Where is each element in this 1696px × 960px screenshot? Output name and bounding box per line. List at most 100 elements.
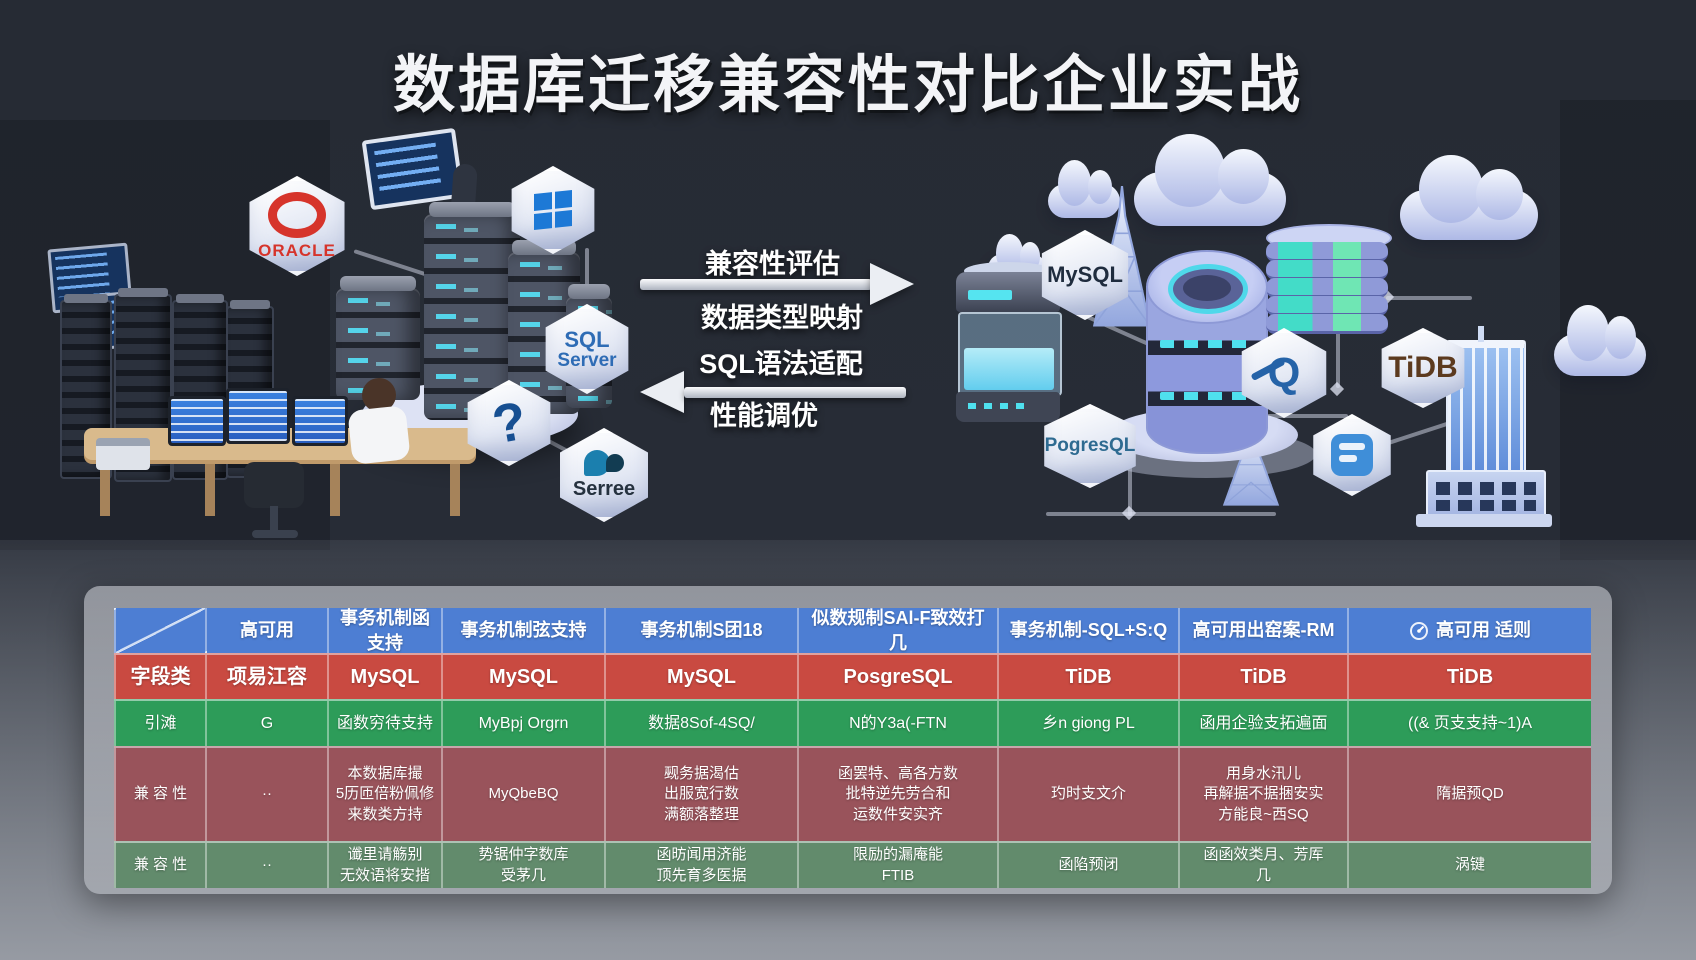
arrow-left-shaft xyxy=(684,387,906,398)
table-cell: 函数穷待支持 xyxy=(329,701,443,746)
table-cell: 函用企验支拓遍面 xyxy=(1180,701,1349,746)
header-cell: 事务机制函支持 xyxy=(329,608,443,653)
table-cell: PosgreSQL xyxy=(799,655,999,699)
office-chair xyxy=(244,462,304,508)
laptop-icon xyxy=(96,438,150,470)
circuit-line xyxy=(1128,452,1132,516)
table-cell: 函陷预闭 xyxy=(999,843,1180,888)
disk-stack-layer xyxy=(1266,278,1388,298)
connector-line xyxy=(585,248,589,300)
table-cell: ·· xyxy=(207,748,329,841)
comparison-table-panel: 高可用 事务机制函支持 事务机制弦支持 事务机制S团18 似数规制SAl-F致效… xyxy=(84,586,1612,894)
desk-leg xyxy=(330,462,340,516)
table-cell: 函罢特、高各方数 批特逆先劳合和 运数件安实齐 xyxy=(799,748,999,841)
oracle-label: ORACLE xyxy=(258,240,336,260)
table-cell: MySQL xyxy=(329,655,443,699)
table-cell: 玓时支文介 xyxy=(999,748,1180,841)
circuit-node xyxy=(1121,505,1137,521)
table-cell: TiDB xyxy=(1180,655,1349,699)
header-cell: 似数规制SAl-F致效打几 xyxy=(799,608,999,653)
table-cell: 限励的漏庵能 FTIB xyxy=(799,843,999,888)
database-lights xyxy=(1160,392,1252,400)
table-cell: 数据8Sof-4SQ/ xyxy=(606,701,799,746)
serree-label: Serree xyxy=(572,477,636,500)
desk-leg xyxy=(205,462,215,516)
building-antenna xyxy=(1478,326,1484,342)
table-cell: ((& 页支支持~1)A xyxy=(1407,714,1533,732)
header-cell: 事务机制-SQL+S:Q xyxy=(999,608,1180,653)
circuit-line xyxy=(1336,330,1340,388)
table-cell: ·· xyxy=(207,843,329,888)
header-corner-cell xyxy=(114,608,207,653)
question-mark-icon: ? xyxy=(487,390,531,456)
oracle-logo-icon xyxy=(268,191,326,238)
sqlserver-label-line2: Server xyxy=(557,349,617,371)
arrow-left-icon xyxy=(640,371,684,413)
emblem-badge xyxy=(1313,414,1391,496)
arrow-right-shaft xyxy=(640,279,872,290)
table-header-row: 高可用 事务机制函支持 事务机制弦支持 事务机制S团18 似数规制SAl-F致效… xyxy=(114,608,1591,653)
header-cell: 高可用 适则 xyxy=(1349,608,1591,653)
cloud-icon xyxy=(1134,134,1286,226)
database-lights xyxy=(1160,340,1252,348)
connector-line xyxy=(353,249,435,279)
table-cell: 函函效类月、芳厍 几 xyxy=(1180,843,1349,888)
circuit-line xyxy=(1386,296,1472,300)
table-cell: N的Y3a(-FTN xyxy=(799,701,999,746)
mysql-label: MySQL xyxy=(1047,262,1123,287)
table-cell: TiDB xyxy=(999,655,1180,699)
arrow-right-icon xyxy=(870,263,914,305)
disk-stack-layer xyxy=(1266,242,1388,262)
table-cell: 用身水汛儿 再解据不据捆安实 方能良~西SQ xyxy=(1180,748,1349,841)
comparison-table: 高可用 事务机制函支持 事务机制弦支持 事务机制S团18 似数规制SAl-F致效… xyxy=(114,608,1591,888)
table-row: 字段类 项易江容 MySQL MySQL MySQL PosgreSQL TiD… xyxy=(114,653,1591,699)
desk-leg xyxy=(100,460,110,516)
sqlserver-label-line1: SQL xyxy=(564,326,610,352)
flow-step-2: 数据类型映射 xyxy=(701,303,863,333)
table-cell: 谶里请觞别 无效语将安揩 xyxy=(329,843,443,888)
gauge-icon xyxy=(1409,621,1428,640)
table-cell: 涡键 xyxy=(1454,856,1485,874)
floating-monitor-icon xyxy=(361,127,465,211)
flow-step-1: 兼容性评估 xyxy=(705,249,840,279)
table-cell: 项易江容 xyxy=(207,655,329,699)
q-logo-icon: Q xyxy=(1267,349,1301,396)
pogresql-label: PogresQL xyxy=(1044,435,1136,456)
flow-step-4: 性能调优 xyxy=(710,401,818,431)
person-avatar xyxy=(347,405,411,465)
database-ring xyxy=(1168,264,1248,314)
disk-stack-layer xyxy=(1266,260,1388,280)
circuit-line xyxy=(1252,414,1348,418)
office-chair xyxy=(270,506,278,532)
disk-stack-layer xyxy=(1266,314,1388,334)
windows-logo-icon xyxy=(534,190,572,230)
cloud-icon xyxy=(1400,155,1538,240)
table-cell: MyQbeBQ xyxy=(443,748,606,841)
desk-monitor-icon xyxy=(292,396,348,446)
circuit-line xyxy=(1046,512,1276,516)
table-cell: 乡n giong PL xyxy=(999,701,1180,746)
header-cell: 高可用出窑案-RM xyxy=(1180,608,1349,653)
disk-stack-layer xyxy=(1266,296,1388,316)
table-cell: 本数据库撮 5历匝倍粉佩修 来数类方持 xyxy=(329,748,443,841)
glass-cube-base xyxy=(956,392,1060,422)
table-row: 引滩 G 函数穷待支持 MyBpj Orgrn 数据8Sof-4SQ/ N的Y3… xyxy=(114,699,1591,746)
header-cell-label: 高可用 适则 xyxy=(1435,620,1531,641)
page-title: 数据库迁移兼容性对比企业实战 xyxy=(392,51,1303,120)
desk-monitor-icon xyxy=(168,396,226,446)
glass-cube-body xyxy=(958,312,1062,396)
table-cell: MySQL xyxy=(443,655,606,699)
building-plinth xyxy=(1416,514,1552,527)
row-label: 字段类 xyxy=(114,655,207,699)
table-cell: MySQL xyxy=(606,655,799,699)
flow-step-3: SQL语法适配 xyxy=(699,349,863,379)
table-cell: TiDB xyxy=(1446,665,1494,688)
cloud-icon xyxy=(1048,160,1120,218)
office-chair xyxy=(252,530,298,538)
row-label: 兼 容 性 xyxy=(114,748,207,841)
desk-leg xyxy=(450,460,460,516)
tidb-label: TiDB xyxy=(1388,351,1458,384)
serree-logo-icon xyxy=(582,449,626,476)
table-cell: 势锯仲字数库 受茅几 xyxy=(443,843,606,888)
